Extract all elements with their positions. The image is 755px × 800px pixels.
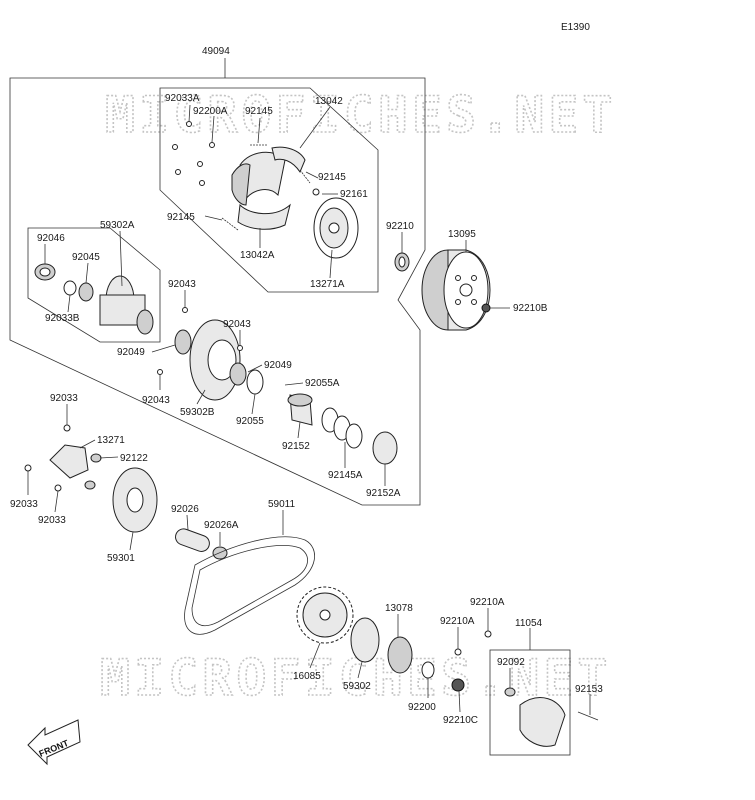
label-49094: 49094 (202, 46, 230, 57)
label-92033-c: 92033 (38, 515, 66, 526)
part-labels: 49094 92033A 92200A 92145 13042 92145 92… (10, 46, 603, 726)
clutch-housing (421, 249, 491, 331)
label-92049-b: 92049 (264, 360, 292, 371)
label-13271A: 13271A (310, 279, 345, 290)
label-92145-left: 92145 (167, 212, 195, 223)
label-92210B: 92210B (513, 303, 548, 314)
label-92033A: 92033A (165, 93, 200, 104)
label-92043-a: 92043 (168, 279, 196, 290)
leader-lines (27, 104, 591, 715)
label-59011: 59011 (268, 499, 296, 510)
label-92026: 92026 (171, 504, 199, 515)
label-59302A: 59302A (100, 220, 135, 231)
label-92033-b: 92033 (10, 499, 38, 510)
label-92045: 92045 (72, 252, 100, 263)
label-92152A: 92152A (366, 488, 401, 499)
group-outline-49094 (9, 58, 426, 506)
label-92152: 92152 (282, 441, 310, 452)
label-92026A: 92026A (204, 520, 239, 531)
label-92153: 92153 (575, 684, 603, 695)
label-11054: 11054 (515, 618, 543, 629)
label-92145A: 92145A (328, 470, 363, 481)
label-92033-a: 92033 (50, 393, 78, 404)
group-outline-13042 (159, 87, 379, 293)
lower-transmission (296, 586, 599, 747)
group-outline-59302A (27, 227, 161, 343)
label-92092: 92092 (497, 657, 525, 668)
label-92200A: 92200A (193, 106, 228, 117)
label-92210A-a: 92210A (440, 616, 475, 627)
label-92145-top: 92145 (245, 106, 273, 117)
label-92200: 92200 (408, 702, 436, 713)
front-arrow-icon: FRONT (27, 719, 81, 766)
label-92046: 92046 (37, 233, 65, 244)
label-92043-b: 92043 (223, 319, 251, 330)
clutch-shoe-assembly (172, 121, 410, 272)
label-92122: 92122 (120, 453, 148, 464)
label-13042: 13042 (315, 96, 343, 107)
label-59301: 59301 (107, 553, 135, 564)
label-16085: 16085 (293, 671, 321, 682)
label-92049-a: 92049 (117, 347, 145, 358)
label-92033B: 92033B (45, 313, 80, 324)
drive-face-weights (24, 424, 228, 560)
label-92210: 92210 (386, 221, 414, 232)
label-92043-c: 92043 (142, 395, 170, 406)
group-outline-11054 (489, 628, 571, 756)
watermark-bottom: MICROFICHES.NET (100, 649, 612, 707)
label-92210C: 92210C (443, 715, 478, 726)
label-92210A-b: 92210A (470, 597, 505, 608)
label-92055: 92055 (236, 416, 264, 427)
label-59302: 59302 (343, 681, 371, 692)
label-92145-right: 92145 (318, 172, 346, 183)
label-92161: 92161 (340, 189, 368, 200)
driven-pulley-parts (34, 263, 398, 465)
label-92055A: 92055A (305, 378, 340, 389)
label-13271: 13271 (97, 435, 125, 446)
page-code: E1390 (561, 22, 590, 33)
label-13042A: 13042A (240, 250, 275, 261)
label-13095: 13095 (448, 229, 476, 240)
label-13078: 13078 (385, 603, 413, 614)
drive-belt (184, 536, 315, 635)
label-59302B: 59302B (180, 407, 215, 418)
